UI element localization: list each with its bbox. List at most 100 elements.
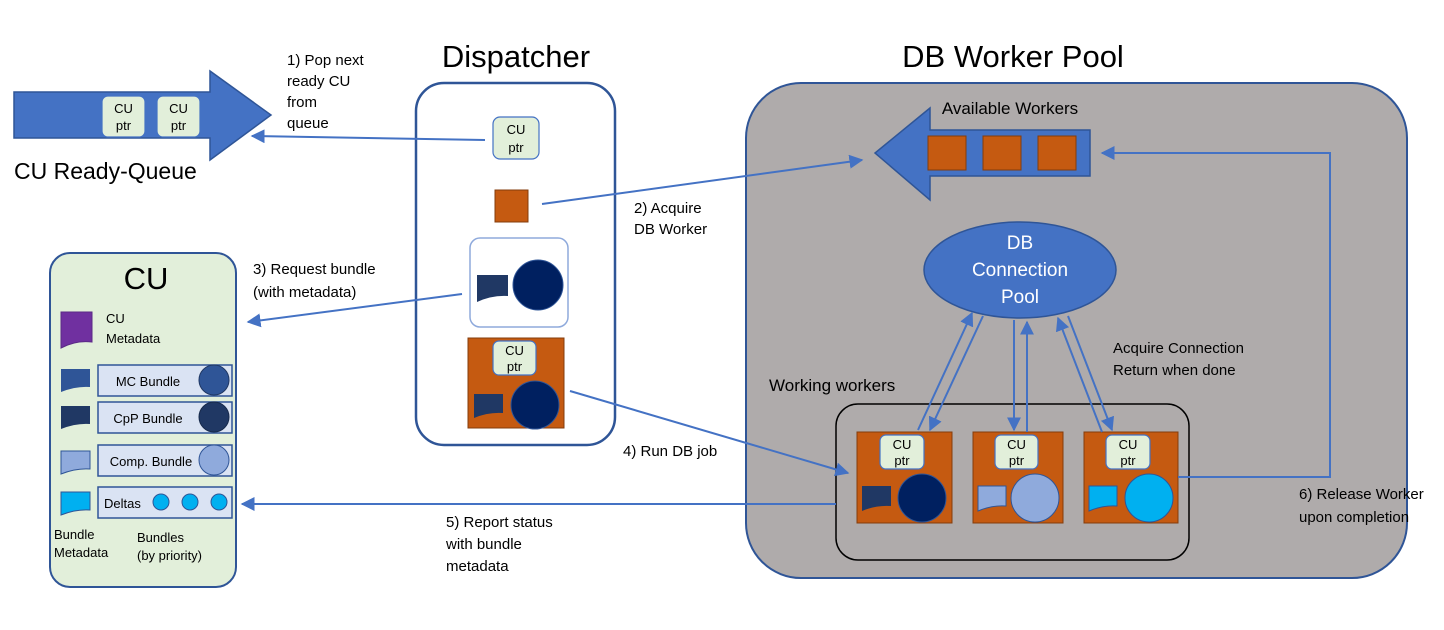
available-worker-icon — [927, 135, 967, 171]
connection-arrow — [928, 315, 984, 432]
arrow-release-worker — [1100, 146, 1331, 478]
worker-ptr-label: ptr — [1009, 453, 1025, 468]
db-connection-pool — [923, 221, 1117, 319]
connection-pool-label: Connection — [972, 260, 1068, 281]
working-worker: CU ptr — [972, 431, 1064, 524]
dispatcher-cu-ptr-label: ptr — [508, 140, 524, 155]
bundle-label: CpP Bundle — [113, 411, 182, 426]
step-label-1: 1) Pop next ready CU from queue — [287, 52, 365, 132]
step-text: metadata — [446, 558, 509, 575]
step-text: 3) Request bundle — [253, 261, 376, 278]
queue-item-label: ptr — [116, 118, 132, 133]
dispatcher-job-metadata-icon — [474, 394, 503, 418]
step-text: (with metadata) — [253, 284, 356, 301]
working-worker: CU ptr — [1083, 431, 1179, 524]
cu-metadata-icon — [60, 311, 93, 349]
available-worker-icon — [982, 135, 1022, 171]
connectors — [240, 129, 1331, 511]
worker-metadata-icon — [862, 486, 891, 511]
dispatcher-job-bundle-icon — [510, 380, 560, 430]
worker-ptr-label: ptr — [894, 453, 910, 468]
queue-item-label: CU — [169, 101, 188, 116]
step-text: 6) Release Worker — [1299, 486, 1424, 503]
connection-pool-label: DB — [1007, 233, 1033, 254]
bundles-priority-label: Bundles — [137, 530, 184, 545]
delta-icon — [152, 493, 170, 511]
step-label-2: 2) Acquire DB Worker — [634, 200, 707, 238]
dispatcher-job-ptr-label: CU — [505, 343, 524, 358]
queue-item-label: CU — [114, 101, 133, 116]
queue-item: CU ptr — [156, 95, 201, 138]
dispatcher-cu-ptr-label: CU — [507, 122, 526, 137]
db-worker-pool: Available Workers DB Connection Pool Acq… — [745, 82, 1408, 579]
worker-metadata-icon — [1088, 485, 1118, 512]
cu-panel-title: CU — [124, 261, 169, 296]
step-text: upon completion — [1299, 509, 1409, 526]
delta-icon — [210, 493, 228, 511]
worker-ptr-label: CU — [1007, 437, 1026, 452]
available-worker-icon — [1037, 135, 1077, 171]
step-text: queue — [287, 115, 329, 132]
mc-bundle-metadata-icon — [61, 369, 90, 392]
comp-bundle-metadata-icon — [60, 450, 91, 475]
step-text: 2) Acquire — [634, 200, 702, 217]
arrow-acquire-worker — [541, 154, 864, 205]
queue-item-label: ptr — [171, 118, 187, 133]
step-text: from — [287, 94, 317, 111]
available-workers-title: Available Workers — [942, 99, 1078, 118]
working-worker: CU ptr — [856, 431, 953, 524]
dispatcher-bundle-icon — [512, 259, 564, 311]
dispatcher-title: Dispatcher — [442, 39, 590, 74]
bundle-metadata-label: Bundle — [54, 527, 94, 542]
connection-arrow — [1067, 315, 1114, 432]
step-text: 1) Pop next — [287, 52, 365, 69]
step-label-3: 3) Request bundle (with metadata) — [253, 261, 376, 301]
arrow-run-job — [569, 390, 850, 477]
step-label-6: 6) Release Worker upon completion — [1299, 486, 1424, 526]
deltas-metadata-icon — [60, 491, 91, 516]
connection-pool-label: Pool — [1001, 287, 1039, 308]
step-text: 5) Report status — [446, 514, 553, 531]
working-workers-title: Working workers — [769, 376, 895, 395]
bundle-label: Deltas — [104, 496, 141, 511]
delta-icon — [181, 493, 199, 511]
dispatcher-box: CU ptr CU ptr — [414, 81, 617, 447]
cpp-bundle-metadata-icon — [61, 406, 90, 429]
worker-ptr-label: CU — [1119, 437, 1138, 452]
db-worker-pool-title: DB Worker Pool — [902, 39, 1124, 74]
bundle-metadata-label: Metadata — [54, 545, 109, 560]
dispatcher-worker-icon — [494, 189, 529, 223]
dispatcher-job-ptr-label: ptr — [507, 359, 523, 374]
bundle-label: MC Bundle — [116, 374, 180, 389]
bundles-priority-label: (by priority) — [137, 548, 202, 563]
step-label-5: 5) Report status with bundle metadata — [445, 514, 553, 575]
cpp-bundle-icon — [198, 401, 230, 433]
ready-queue: CU ptr CU ptr CU Ready-Queue — [13, 69, 273, 184]
step-text: 4) Run DB job — [623, 443, 717, 460]
arrow-pop-queue — [250, 129, 486, 144]
dispatcher-bundle-metadata-icon — [477, 275, 508, 302]
connection-note: Return when done — [1113, 362, 1236, 379]
connection-arrow — [917, 311, 974, 431]
arrow-request-bundle — [246, 293, 463, 328]
step-label-4: 4) Run DB job — [623, 443, 717, 460]
cu-panel: CU CU Metadata MC Bundle CpP Bundle Comp… — [49, 252, 237, 588]
connection-note: Acquire Connection — [1113, 340, 1244, 357]
cu-metadata-label: Metadata — [106, 331, 161, 346]
step-text: ready CU — [287, 73, 350, 90]
step-text: DB Worker — [634, 221, 707, 238]
queue-item: CU ptr — [101, 95, 146, 138]
step-text: with bundle — [445, 536, 522, 553]
worker-bundle-icon — [897, 473, 947, 523]
mc-bundle-icon — [198, 364, 230, 396]
cu-metadata-label: CU — [106, 311, 125, 326]
worker-ptr-label: ptr — [1120, 453, 1136, 468]
worker-metadata-icon — [977, 485, 1007, 512]
bundle-label: Comp. Bundle — [110, 454, 192, 469]
worker-bundle-icon — [1124, 473, 1174, 523]
ready-queue-title: CU Ready-Queue — [14, 158, 197, 184]
worker-ptr-label: CU — [893, 437, 912, 452]
comp-bundle-icon — [198, 444, 230, 476]
